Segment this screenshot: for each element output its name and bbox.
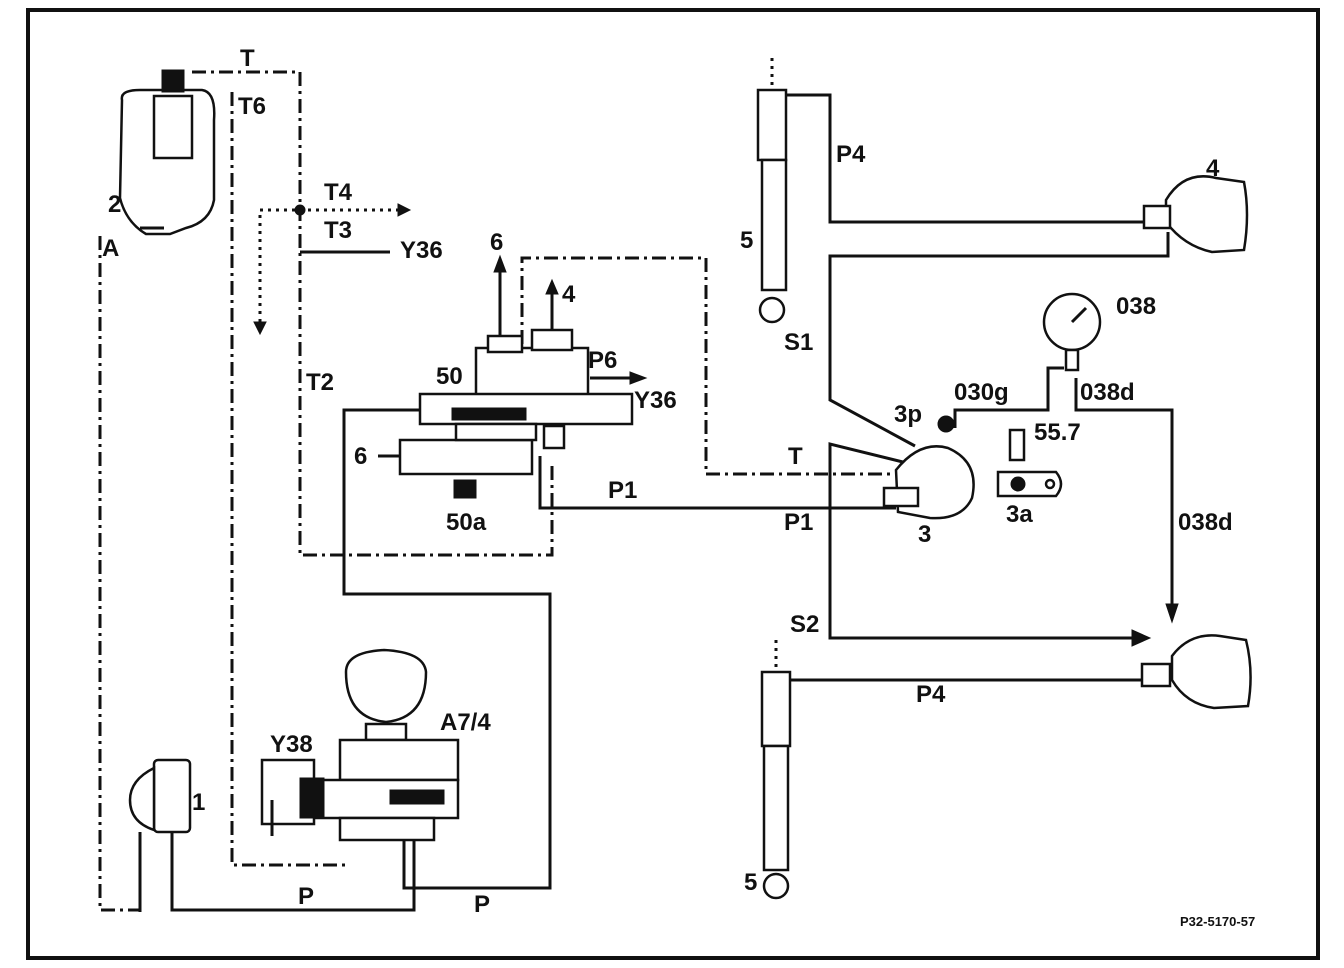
arrow-t4: [397, 203, 412, 217]
junction-t4: [294, 204, 306, 216]
label-pump: 1: [192, 789, 205, 816]
label-port-6-left: 6: [354, 443, 367, 470]
label-reference: P32-5170-57: [1180, 914, 1255, 929]
valve-block: [260, 648, 460, 842]
label-level-valve: 3: [918, 521, 931, 548]
line-p-right: [342, 408, 552, 890]
line-t-top: [192, 70, 554, 557]
label-t4: T4: [324, 179, 353, 206]
pump: [128, 758, 192, 912]
label-link: 3a: [1006, 501, 1033, 528]
line-p4-upper: [784, 93, 1148, 224]
diagram-frame: [26, 8, 1320, 960]
line-s2: [828, 442, 1140, 640]
line-038d-right: [1074, 378, 1174, 610]
label-p4-upper: P4: [836, 141, 866, 168]
reservoir: [118, 69, 216, 236]
label-t-top: T: [240, 45, 255, 72]
arrow-s2: [1131, 629, 1152, 647]
label-test-fitting: 030g: [954, 379, 1009, 406]
line-t4: [258, 208, 398, 330]
arrow-t4-down: [253, 321, 267, 336]
label-s1: S1: [784, 329, 813, 356]
label-level-valve-port: 3p: [894, 401, 922, 428]
line-t6: [230, 92, 348, 867]
label-p-left: P: [298, 883, 314, 910]
strut-lower: [760, 640, 792, 900]
label-p1-lower: P1: [784, 509, 813, 536]
label-arrow-6-up: 6: [490, 229, 503, 256]
label-gauge: 038: [1116, 293, 1156, 320]
label-t3: T3: [324, 217, 352, 244]
wheel-bracket-lower: [1140, 634, 1252, 710]
level-valve: [882, 415, 975, 520]
label-p-right: P: [474, 891, 490, 918]
pressure-gauge: [1042, 292, 1102, 372]
label-p4-lower: P4: [916, 681, 946, 708]
label-strut-upper: 5: [740, 227, 753, 254]
arrow-p6: [629, 371, 648, 385]
label-t-mid: T: [788, 443, 803, 470]
label-038d-upper: 038d: [1080, 379, 1135, 406]
sensor-and-link: [996, 428, 1063, 498]
strut-upper: [756, 58, 788, 324]
label-s2: S2: [790, 611, 819, 638]
label-arrow-4-up: 4: [562, 281, 576, 308]
label-t2: T2: [306, 369, 334, 396]
pressure-regulator: [398, 328, 634, 499]
line-p-left: [170, 815, 416, 912]
line-p1: [538, 456, 896, 510]
arrow-4-up: [545, 278, 559, 295]
wheel-bracket-upper: [1142, 175, 1249, 254]
line-s1: [828, 232, 1170, 448]
line-t-mid: [520, 256, 900, 476]
label-regulator: 50: [436, 363, 463, 390]
label-y36-right: Y36: [634, 387, 677, 414]
label-reservoir: 2: [108, 191, 121, 218]
line-038d: [953, 366, 1064, 428]
label-wheel-upper: 4: [1206, 155, 1220, 182]
label-valve-block: A7/4: [440, 709, 491, 736]
label-regulator-plug: 50a: [446, 509, 487, 536]
arrow-6-up: [493, 254, 507, 273]
label-strut-lower: 5: [744, 869, 757, 896]
label-038d-right: 038d: [1178, 509, 1233, 536]
label-y36-left: Y36: [400, 237, 443, 264]
label-p6: P6: [588, 347, 617, 374]
label-p1-upper: P1: [608, 477, 637, 504]
label-t6: T6: [238, 93, 266, 120]
line-a: [98, 236, 140, 912]
arrow-038d: [1165, 603, 1179, 624]
label-solenoid: Y38: [270, 731, 313, 758]
label-a: A: [102, 235, 119, 262]
label-sensor: 55.7: [1034, 419, 1081, 446]
